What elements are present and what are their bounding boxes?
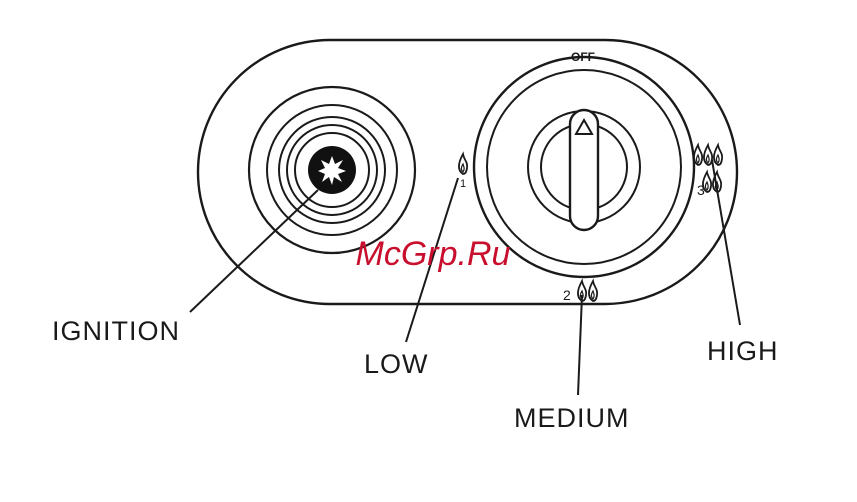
flame-icon [704, 145, 712, 165]
medium-label: MEDIUM [514, 403, 630, 433]
medium-flame-mark: 2 [563, 281, 597, 303]
watermark: McGrp.Ru [356, 235, 511, 273]
flame-icon [694, 145, 702, 165]
medium-number: 2 [563, 287, 571, 303]
low-label: LOW [364, 349, 429, 379]
ignition-label: IGNITION [52, 316, 180, 346]
off-mark: OFF [571, 50, 595, 64]
flame-icon [459, 154, 467, 174]
low-flame-mark: 1 [459, 154, 467, 190]
low-number: 1 [460, 178, 466, 190]
ignition-leader [190, 190, 318, 312]
flame-icon [589, 281, 597, 301]
medium-leader [578, 295, 582, 395]
ignition-button[interactable] [249, 87, 415, 253]
high-label: HIGH [707, 336, 779, 366]
dial-knob-handle[interactable] [570, 110, 598, 230]
flame-icon [714, 145, 722, 165]
